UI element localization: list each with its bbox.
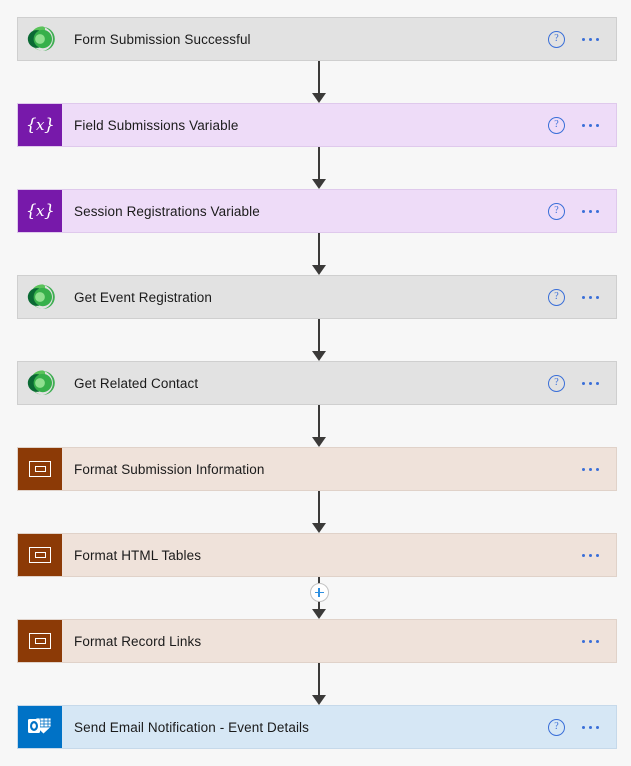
flow-step-card-format-record-links[interactable]: Format Record Links bbox=[17, 619, 617, 663]
flow-step-card-format-submission-information[interactable]: Format Submission Information bbox=[17, 447, 617, 491]
step-actions: ? bbox=[548, 18, 616, 60]
connector-line bbox=[318, 319, 320, 352]
more-ellipsis-icon[interactable] bbox=[582, 376, 599, 390]
more-ellipsis-icon[interactable] bbox=[582, 720, 599, 734]
step-actions: ? bbox=[548, 276, 616, 318]
connector-arrow-form-submission-successful-to-field-submissions-variable bbox=[311, 61, 327, 103]
compose-icon bbox=[18, 448, 62, 490]
compose-icon bbox=[18, 534, 62, 576]
more-ellipsis-icon[interactable] bbox=[582, 548, 599, 562]
step-title: Field Submissions Variable bbox=[74, 117, 239, 133]
help-circle-icon[interactable]: ? bbox=[548, 374, 565, 392]
connector-line bbox=[318, 663, 320, 696]
step-title: Form Submission Successful bbox=[74, 31, 251, 47]
add-step-plus-icon[interactable] bbox=[309, 583, 329, 602]
flow-step-card-field-submissions-variable[interactable]: {x} Field Submissions Variable? bbox=[17, 103, 617, 147]
connector-arrow-get-event-registration-to-get-related-contact bbox=[311, 319, 327, 361]
compose-icon bbox=[18, 620, 62, 662]
step-actions: ? bbox=[548, 362, 616, 404]
step-title: Format HTML Tables bbox=[74, 547, 202, 563]
flow-step-card-form-submission-successful[interactable]: Form Submission Successful? bbox=[17, 17, 617, 61]
help-circle-icon[interactable]: ? bbox=[548, 718, 565, 736]
connector-arrowhead bbox=[312, 609, 326, 619]
connector-arrow-session-registrations-variable-to-get-event-registration bbox=[311, 233, 327, 275]
connector-arrow-get-related-contact-to-format-submission-information bbox=[311, 405, 327, 447]
step-actions bbox=[582, 620, 616, 662]
flow-step-card-send-email-notification-event-details[interactable]: Send Email Notification - Event Details? bbox=[17, 705, 617, 749]
help-circle-icon[interactable]: ? bbox=[548, 288, 565, 306]
dataverse-icon bbox=[18, 18, 62, 60]
help-circle-icon[interactable]: ? bbox=[548, 30, 565, 48]
flow-step-card-get-event-registration[interactable]: Get Event Registration? bbox=[17, 275, 617, 319]
help-circle-icon[interactable]: ? bbox=[548, 116, 565, 134]
flow-step-card-session-registrations-variable[interactable]: {x} Session Registrations Variable? bbox=[17, 189, 617, 233]
more-ellipsis-icon[interactable] bbox=[582, 204, 599, 218]
step-actions bbox=[582, 534, 616, 576]
dataverse-icon bbox=[18, 276, 62, 318]
dataverse-icon bbox=[18, 362, 62, 404]
flow-step-card-get-related-contact[interactable]: Get Related Contact? bbox=[17, 361, 617, 405]
variable-braces-x-icon: {x} bbox=[18, 190, 62, 232]
compose-glyph-shape bbox=[29, 633, 51, 649]
connector-arrowhead bbox=[312, 93, 326, 103]
variable-glyph-text: {x} bbox=[25, 114, 55, 135]
step-title: Format Record Links bbox=[74, 633, 202, 649]
outlook-icon bbox=[18, 706, 62, 748]
more-ellipsis-icon[interactable] bbox=[582, 634, 599, 648]
connector-line bbox=[318, 233, 320, 266]
step-actions: ? bbox=[548, 104, 616, 146]
connector-arrowhead bbox=[312, 695, 326, 705]
connector-arrowhead bbox=[312, 265, 326, 275]
compose-glyph-shape bbox=[29, 547, 51, 563]
more-ellipsis-icon[interactable] bbox=[582, 32, 599, 46]
connector-arrowhead bbox=[312, 437, 326, 447]
plus-horizontal-stroke bbox=[314, 591, 324, 594]
help-circle-icon[interactable]: ? bbox=[548, 202, 565, 220]
connector-arrow-field-submissions-variable-to-session-registrations-variable bbox=[311, 147, 327, 189]
connector-line bbox=[318, 147, 320, 180]
connector-line bbox=[318, 405, 320, 438]
connector-arrowhead bbox=[312, 523, 326, 533]
more-ellipsis-icon[interactable] bbox=[582, 118, 599, 132]
connector-line bbox=[318, 491, 320, 524]
more-ellipsis-icon[interactable] bbox=[582, 290, 599, 304]
connector-line bbox=[318, 61, 320, 94]
connector-arrowhead bbox=[312, 179, 326, 189]
connector-arrow-format-submission-information-to-format-html-tables bbox=[311, 491, 327, 533]
step-title: Session Registrations Variable bbox=[74, 203, 260, 219]
variable-braces-x-icon: {x} bbox=[18, 104, 62, 146]
compose-glyph-shape bbox=[29, 461, 51, 477]
step-title: Format Submission Information bbox=[74, 461, 265, 477]
step-actions: ? bbox=[548, 706, 616, 748]
flow-step-card-format-html-tables[interactable]: Format HTML Tables bbox=[17, 533, 617, 577]
step-title: Get Related Contact bbox=[74, 375, 199, 391]
step-actions: ? bbox=[548, 190, 616, 232]
connector-arrow-format-record-links-to-send-email-notification-event-details bbox=[311, 663, 327, 705]
connector-arrowhead bbox=[312, 351, 326, 361]
step-title: Send Email Notification - Event Details bbox=[74, 719, 310, 735]
variable-glyph-text: {x} bbox=[25, 200, 55, 221]
step-actions bbox=[582, 448, 616, 490]
more-ellipsis-icon[interactable] bbox=[582, 462, 599, 476]
step-title: Get Event Registration bbox=[74, 289, 213, 305]
